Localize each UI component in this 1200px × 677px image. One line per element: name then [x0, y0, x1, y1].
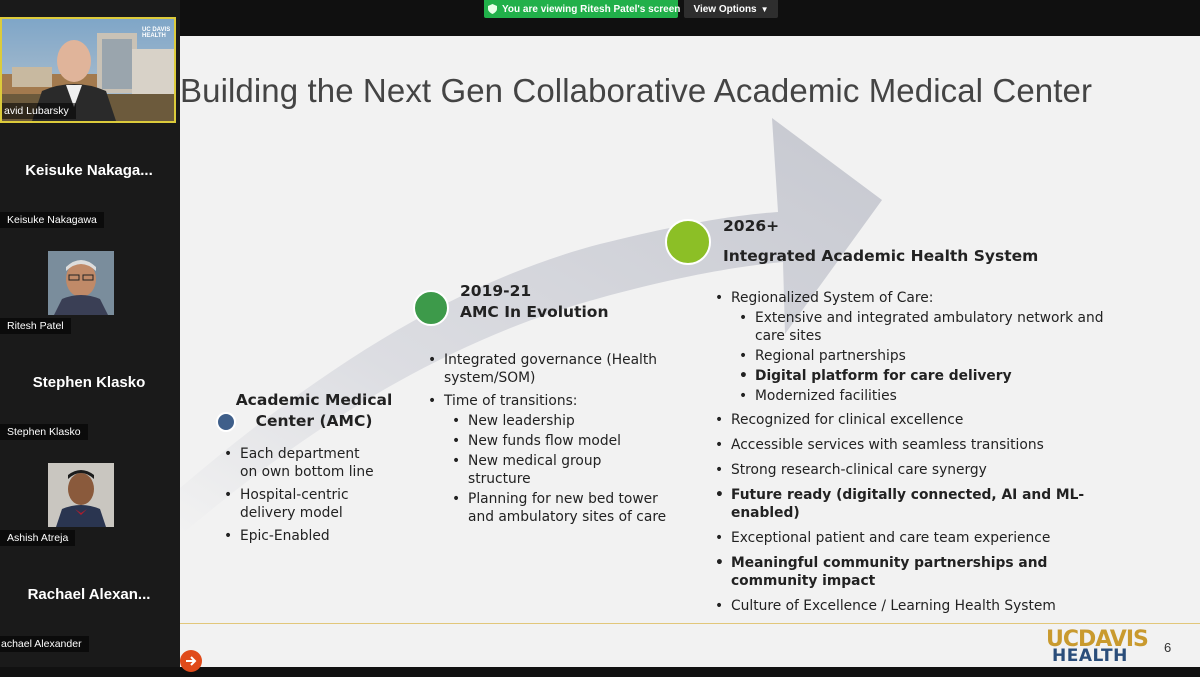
bullet-item: Time of transitions: New leadership New …	[428, 392, 668, 526]
sub-bullet-item: New medical group structure	[444, 452, 668, 488]
uc-davis-logo-top: UCDAVIS	[1046, 627, 1149, 652]
participant-video	[2, 19, 174, 121]
participant-name: Ashish Atreja	[0, 530, 76, 546]
stage-1-title-line2: Center (AMC)	[255, 412, 373, 430]
bullet-item: Regionalized System of Care: Extensive a…	[715, 289, 1115, 405]
participant-tile[interactable]: Stephen Klasko Stephen Klasko	[0, 336, 178, 442]
sub-bullet-item: Regional partnerships	[731, 347, 1115, 365]
participant-name: avid Lubarsky	[2, 103, 76, 119]
participant-tile[interactable]: Keisuke Nakaga... Keisuke Nakagawa	[0, 124, 178, 230]
stage-2-title-line2: AMC In Evolution	[460, 303, 609, 321]
participant-tile[interactable]: Ashish Atreja	[0, 442, 178, 548]
participant-video	[48, 251, 114, 315]
view-options-button[interactable]: View Options ▼	[684, 0, 778, 18]
bullet-item: Integrated governance (Health system/SOM…	[428, 351, 668, 387]
bullet-item: Culture of Excellence / Learning Health …	[715, 597, 1115, 615]
participant-tile[interactable]: Rachael Alexan... achael Alexander	[0, 548, 178, 654]
progress-arrow-graphic	[180, 118, 882, 536]
view-options-label: View Options	[693, 3, 757, 15]
participant-display-name: Stephen Klasko	[32, 374, 146, 391]
stage-2-marker	[413, 290, 449, 326]
bullet-text: Regionalized System of Care:	[731, 290, 934, 306]
bullet-item: Future ready (digitally connected, AI an…	[715, 486, 1115, 522]
slide-title: Building the Next Gen Collaborative Acad…	[180, 72, 1093, 109]
bullet-item: Recognized for clinical excellence	[715, 411, 1115, 429]
shared-slide: Building the Next Gen Collaborative Acad…	[180, 36, 1200, 667]
participant-name: Stephen Klasko	[0, 424, 88, 440]
bullet-item: Exceptional patient and care team experi…	[715, 529, 1115, 547]
screen-share-indicator: You are viewing Ritesh Patel's screen	[484, 0, 681, 18]
stage-3-marker	[665, 219, 711, 265]
slide-page-number: 6	[1164, 640, 1172, 655]
participant-name: Ritesh Patel	[0, 318, 71, 334]
participant-display-name: Rachael Alexan...	[27, 586, 151, 603]
bullet-item: Accessible services with seamless transi…	[715, 436, 1115, 454]
stage-3-bullets: Regionalized System of Care: Extensive a…	[715, 289, 1115, 620]
footer-divider	[180, 623, 1200, 624]
participant-tile-active-speaker[interactable]: UC DAVIS HEALTH avid Lubarsky	[0, 17, 176, 123]
stage-2-title-line1: 2019-21	[460, 282, 532, 300]
stage-1-marker	[216, 412, 236, 432]
stage-3-title-line2: Integrated Academic Health System	[723, 247, 1039, 265]
stage-1-title: Academic Medical Center (AMC)	[234, 390, 394, 432]
stage-2-bullets: Integrated governance (Health system/SOM…	[428, 351, 668, 531]
shield-icon	[488, 4, 497, 14]
screen-share-text: You are viewing Ritesh Patel's screen	[502, 3, 681, 15]
participant-video	[48, 463, 114, 527]
stage-2-title: 2019-21 AMC In Evolution	[460, 281, 608, 323]
sub-bullet-item: New funds flow model	[444, 432, 668, 450]
bullet-item: Strong research-clinical care synergy	[715, 461, 1115, 479]
bullet-text: Time of transitions:	[444, 393, 578, 409]
sub-bullet-item: Digital platform for care delivery	[731, 367, 1115, 385]
sub-bullet-item: Extensive and integrated ambulatory netw…	[731, 309, 1115, 345]
stage-3-title-line1: 2026+	[723, 217, 780, 235]
bullet-item: Hospital-centric delivery model	[224, 486, 374, 522]
sub-bullet-item: Modernized facilities	[731, 387, 1115, 405]
participant-name: Keisuke Nakagawa	[0, 212, 104, 228]
bullet-item: Epic-Enabled	[224, 527, 374, 545]
participant-gallery: UC DAVIS HEALTH avid Lubarsky Keisuke Na…	[0, 0, 180, 667]
uc-davis-logo-bottom: HEALTH	[1052, 646, 1128, 666]
sub-bullets: New leadership New funds flow model New …	[444, 412, 668, 526]
stage-3-title: 2026+ Integrated Academic Health System	[723, 211, 1038, 271]
stage-1-bullets: Each department on own bottom line Hospi…	[224, 445, 374, 550]
sub-bullet-item: Planning for new bed tower and ambulator…	[444, 490, 668, 526]
chevron-down-icon: ▼	[760, 4, 769, 14]
bullet-item: Meaningful community partnerships and co…	[715, 554, 1115, 590]
sub-bullets: Extensive and integrated ambulatory netw…	[731, 309, 1115, 405]
sub-bullet-item: New leadership	[444, 412, 668, 430]
participant-tile[interactable]: Ritesh Patel	[0, 230, 178, 336]
bullet-item: Each department on own bottom line	[224, 445, 374, 481]
participant-display-name: Keisuke Nakaga...	[25, 162, 153, 179]
slide-nav-arrow-icon[interactable]	[180, 650, 202, 672]
participant-name: achael Alexander	[0, 636, 89, 652]
organization-logo: UC DAVIS HEALTH	[142, 27, 171, 39]
stage-1-title-line1: Academic Medical	[235, 391, 393, 409]
